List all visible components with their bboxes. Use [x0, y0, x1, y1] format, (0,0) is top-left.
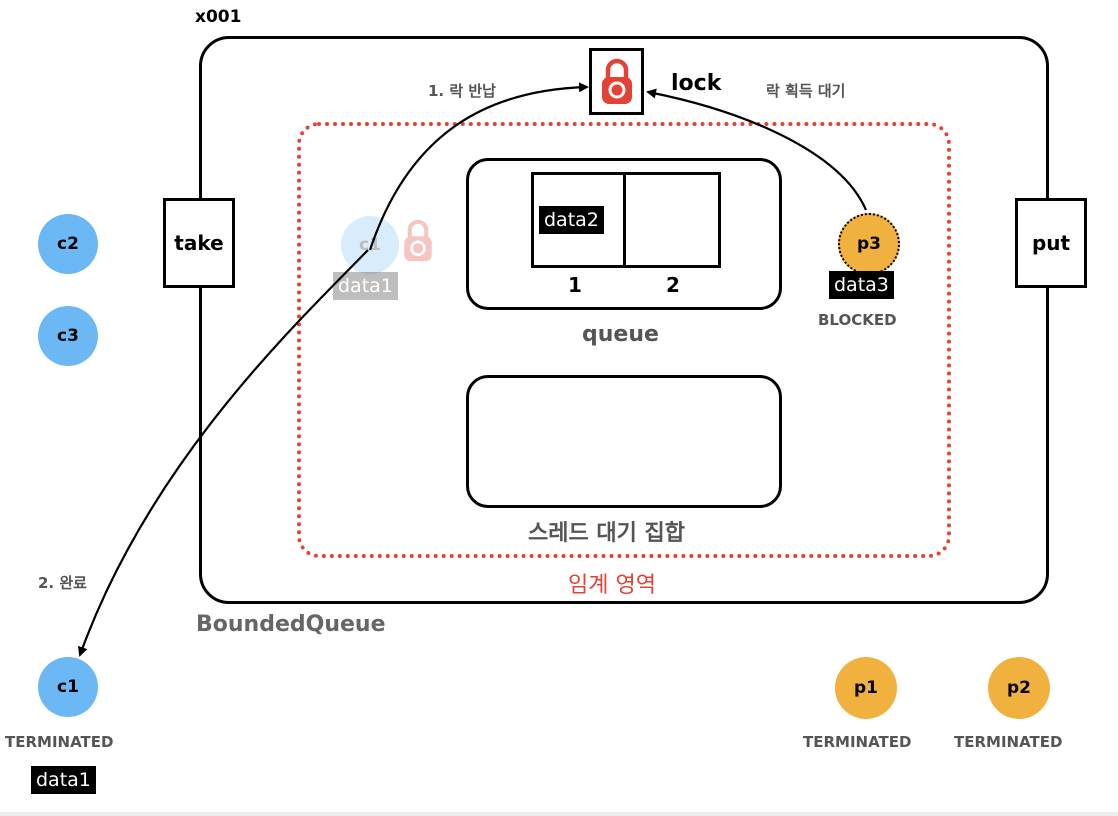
put-label: put	[1031, 231, 1071, 255]
producer-p2: p2	[988, 657, 1050, 719]
producer-p1: p1	[835, 657, 897, 719]
producer-p1-state: TERMINATED	[803, 733, 912, 751]
complete-label: 2. 완료	[38, 574, 87, 592]
consumer-c2: c2	[38, 214, 98, 274]
producer-p2-state: TERMINATED	[954, 733, 1063, 751]
bounded-queue-label: BoundedQueue	[196, 612, 386, 637]
queue-label: queue	[582, 322, 659, 347]
take-method-box: take	[163, 198, 235, 288]
consumer-c3: c3	[38, 306, 98, 366]
wait-set-label: 스레드 대기 집합	[528, 521, 685, 546]
put-method-box: put	[1015, 198, 1087, 288]
ghost-lock-icon	[404, 219, 432, 262]
queue-slot-1-data: data2	[539, 206, 604, 234]
consumer-c1: c1	[38, 657, 98, 717]
waiting-lock-label: 락 획득 대기	[766, 82, 846, 100]
queue-slot-divider	[623, 172, 626, 268]
consumer-c1-data: data1	[31, 766, 96, 794]
release-lock-label: 1. 락 반납	[428, 82, 496, 100]
producer-p3: p3	[838, 213, 900, 275]
producer-p3-data: data3	[829, 271, 894, 299]
lock-icon	[601, 58, 632, 104]
lock-box	[589, 48, 644, 115]
consumer-c1-state: TERMINATED	[5, 733, 114, 751]
consumer-c1-ghost-data: data1	[333, 272, 398, 300]
release-lock-arrow	[368, 82, 589, 251]
queue-slot-2-index: 2	[666, 273, 680, 297]
bottom-divider	[0, 812, 1118, 816]
bounded-queue-box	[199, 36, 1049, 604]
critical-section-box	[297, 122, 951, 558]
complete-arrow	[78, 249, 369, 657]
take-label: take	[174, 231, 224, 255]
wait-set-box	[466, 375, 782, 508]
waiting-lock-arrow	[646, 88, 868, 211]
lock-label: lock	[671, 71, 722, 96]
queue-slot-1-index: 1	[568, 273, 582, 297]
critical-section-label: 임계 영역	[568, 573, 656, 598]
consumer-c1-ghost: c1	[341, 216, 399, 274]
address-label: x001	[195, 7, 242, 27]
producer-p3-state: BLOCKED	[818, 311, 897, 329]
